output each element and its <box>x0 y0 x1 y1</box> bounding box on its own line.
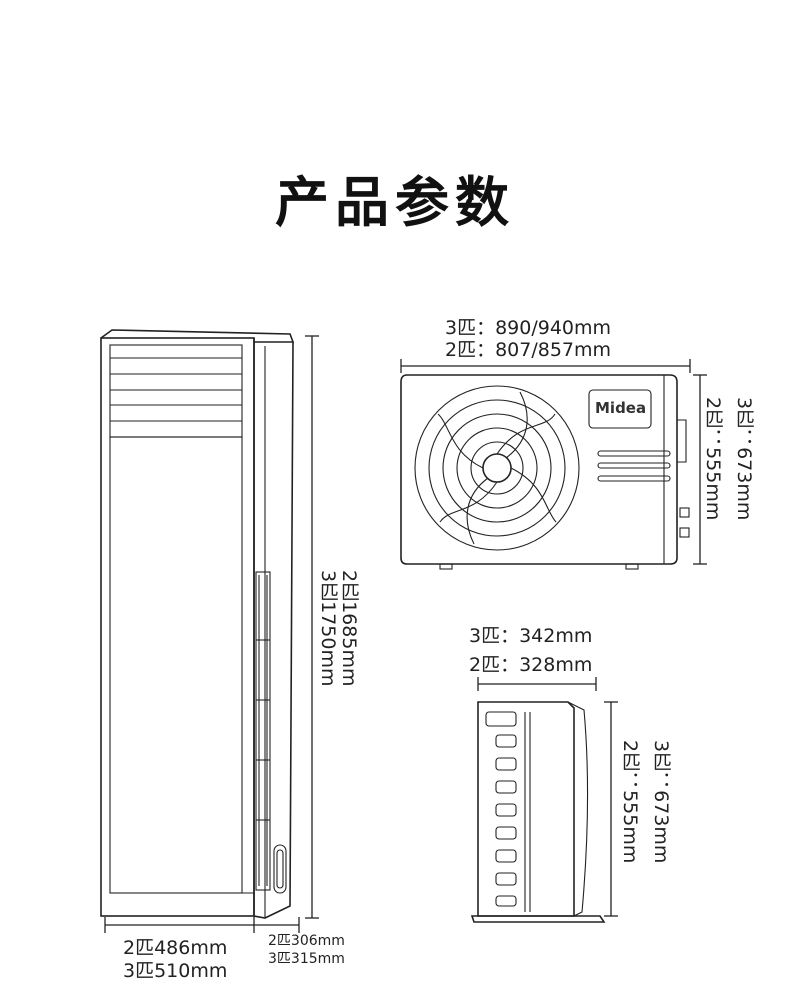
outdoor-side-depth-dimension <box>477 677 597 691</box>
outdoor-fan-guard <box>414 385 580 551</box>
outdoor-logo-panel <box>588 389 652 429</box>
indoor-side-handle <box>273 844 287 894</box>
indoor-height-label-2hp: 2匹1685mm <box>338 570 360 687</box>
indoor-top-cap <box>100 329 295 343</box>
outdoor-width-label-2hp: 2匹：807/857mm <box>445 339 612 361</box>
brand-text: Midea <box>595 399 647 417</box>
indoor-height-dimension <box>305 335 319 919</box>
valve <box>679 527 690 538</box>
outdoor-width-dimension <box>400 359 691 373</box>
outdoor-side-handle <box>485 711 517 727</box>
indoor-side-grille <box>255 571 271 891</box>
indoor-top-louver-area <box>109 344 243 438</box>
outdoor-height-label-3hp: 3匹：673mm <box>733 397 755 521</box>
page-title: 产品参数 <box>275 171 515 234</box>
indoor-front-body <box>109 436 243 894</box>
outdoor-side-height-label-2hp: 2匹：555mm <box>619 740 641 864</box>
outdoor-side-depth-label-2hp: 2匹：328mm <box>469 654 593 676</box>
outdoor-side-depth-label-3hp: 3匹：342mm <box>469 625 593 647</box>
indoor-width-label-3hp: 3匹510mm <box>123 960 228 982</box>
indoor-depth-label-3hp: 3匹315mm <box>268 951 345 967</box>
indoor-height-label-3hp: 3匹1750mm <box>317 570 339 687</box>
outdoor-side-casing <box>477 701 575 917</box>
outdoor-vent-slot <box>597 450 671 457</box>
outdoor-vent-slot <box>597 462 671 469</box>
outdoor-front-casing <box>400 374 678 565</box>
indoor-side-body <box>253 338 294 919</box>
outdoor-height-dimension <box>693 374 707 565</box>
indoor-width-dimension <box>104 917 300 933</box>
outdoor-width-label-3hp: 3匹：890/940mm <box>445 317 612 339</box>
outdoor-front-drawing <box>400 374 690 570</box>
outdoor-side-drawing <box>470 701 606 923</box>
outdoor-side-height-dimension <box>604 701 618 917</box>
valve <box>679 507 690 518</box>
indoor-unit-drawing <box>100 329 295 919</box>
outdoor-height-label-2hp: 2匹：555mm <box>702 397 724 521</box>
midea-logo: Midea <box>595 401 646 416</box>
indoor-width-label-2hp: 2匹486mm <box>123 937 228 959</box>
outdoor-side-height-label-3hp: 3匹：673mm <box>650 740 672 864</box>
indoor-front-panel <box>100 337 255 917</box>
outdoor-vent-slot <box>597 475 671 482</box>
outdoor-side-base <box>470 915 606 923</box>
indoor-depth-label-2hp: 2匹306mm <box>268 933 345 949</box>
